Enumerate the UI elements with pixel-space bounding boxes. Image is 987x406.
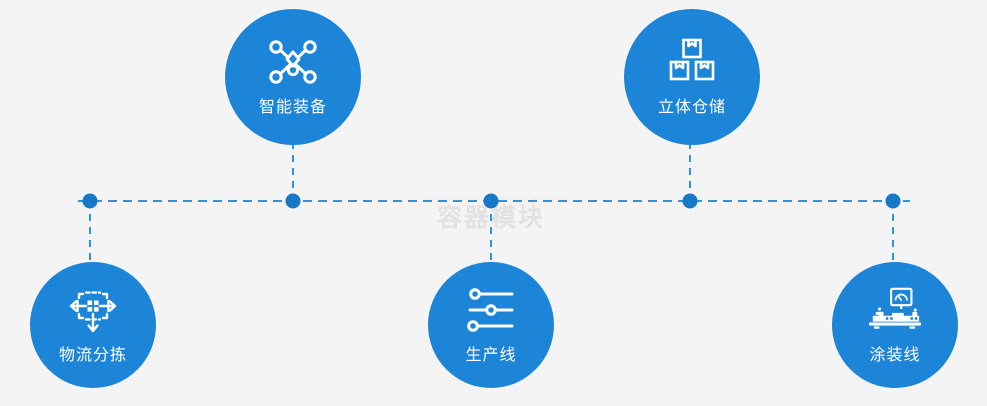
bubble-painting-line[interactable]: 涂装线: [832, 262, 958, 388]
bubble-stereoscopic-warehouse[interactable]: 立体仓储: [624, 9, 760, 145]
bubble-smart-equipment[interactable]: 智能装备: [225, 9, 361, 145]
node-dot-logistics[interactable]: [82, 193, 98, 209]
bubble-production-line[interactable]: 生产线: [428, 262, 554, 388]
bubble-label-logistics-sorting: 物流分拣: [58, 347, 127, 364]
node-dot-warehouse[interactable]: [682, 193, 698, 209]
bubble-logistics-sorting[interactable]: 物流分拣: [30, 262, 156, 388]
bubble-label-smart-equipment: 智能装备: [258, 99, 327, 116]
sliders-icon: [463, 284, 519, 336]
bubble-label-production-line: 生产线: [465, 347, 517, 364]
node-dot-production[interactable]: [483, 193, 499, 209]
network-nodes-icon: [265, 36, 321, 88]
node-dot-painting[interactable]: [885, 193, 901, 209]
sorting-arrows-icon: [65, 284, 121, 336]
bubble-label-painting-line: 涂装线: [869, 347, 921, 364]
stacked-boxes-icon: [664, 36, 720, 88]
bubble-label-stereoscopic-warehouse: 立体仓储: [657, 99, 726, 116]
painting-machine-icon: [867, 284, 923, 336]
node-dot-smart[interactable]: [285, 193, 301, 209]
